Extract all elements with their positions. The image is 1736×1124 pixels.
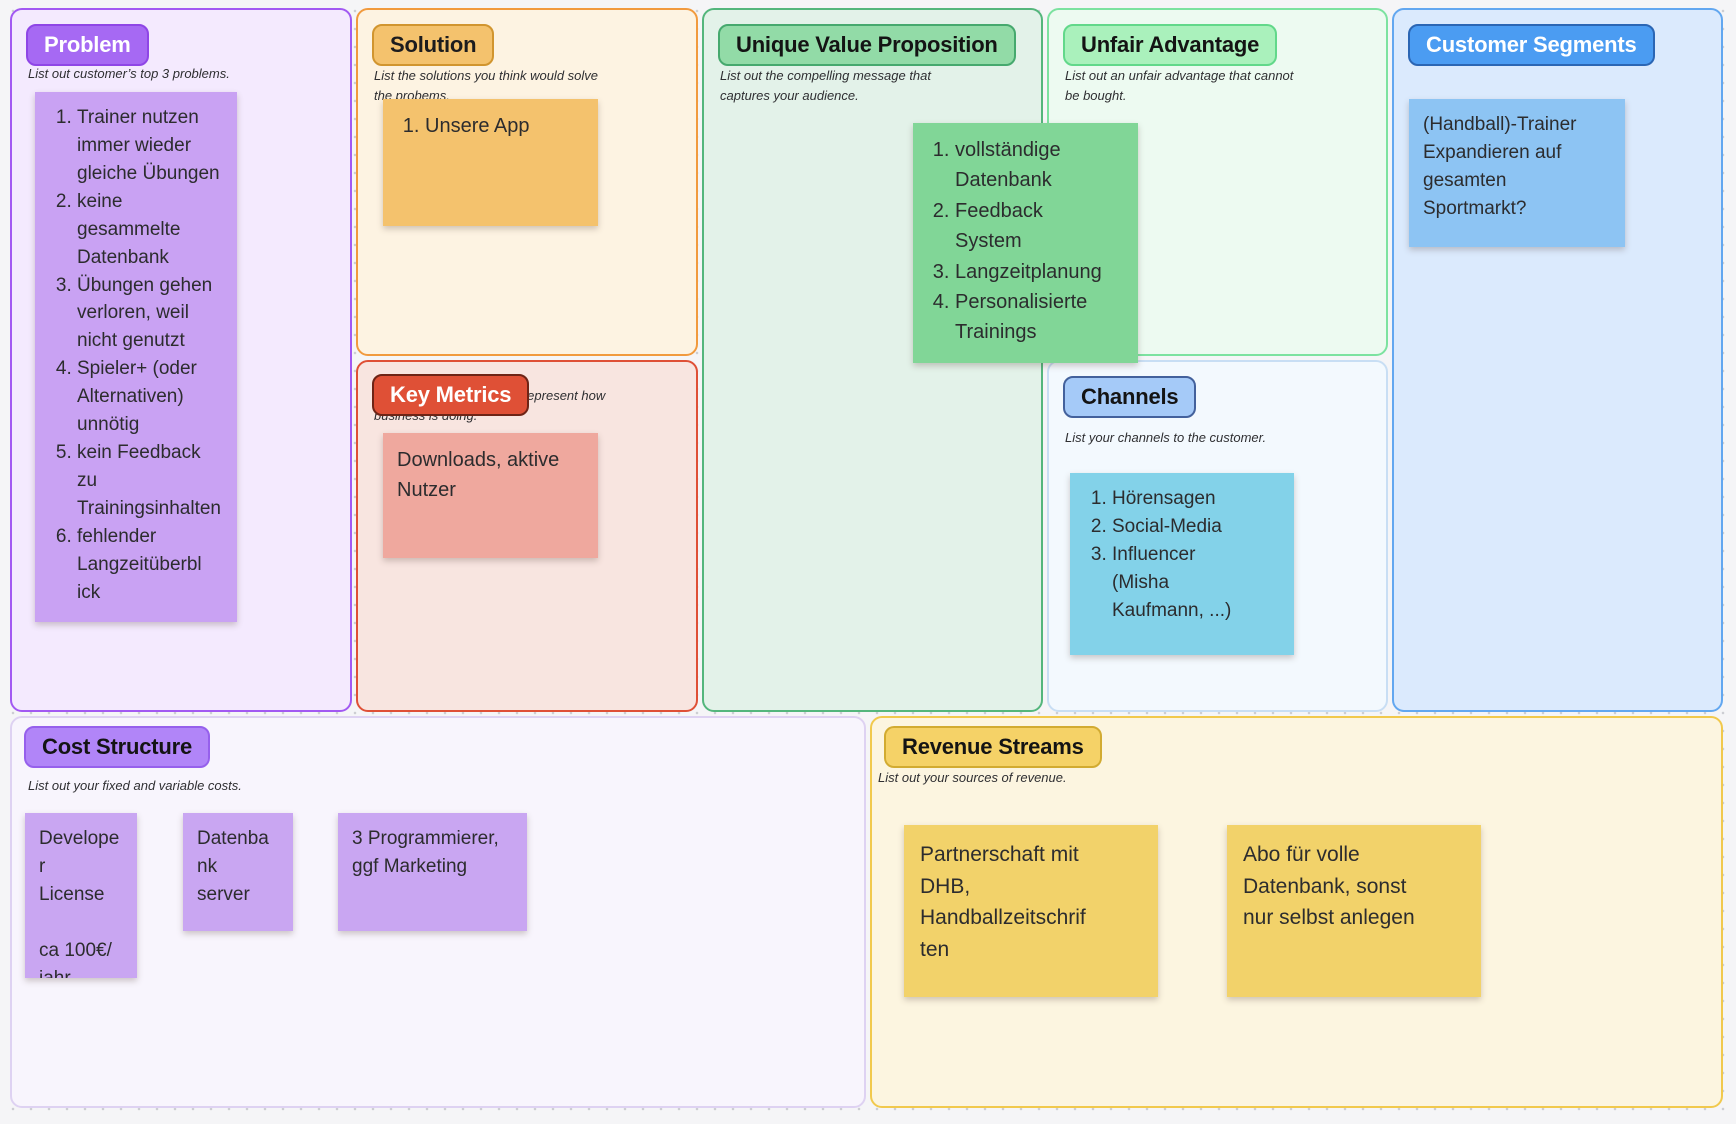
sticky-text: 3 Programmierer, ggf Marketing <box>352 828 499 877</box>
sticky-cost-developer-license[interactable]: Developer License ca 100€/ jahr <box>25 813 137 978</box>
unfair-advantage-subtitle: List out an unfair advantage that cannot… <box>1065 68 1294 103</box>
key-metrics-title-pill[interactable]: Key Metrics <box>372 374 530 416</box>
sticky-list-item: Spieler+ (oder Alternativen) unnötig <box>77 355 223 439</box>
sticky-cost-programmers-marketing[interactable]: 3 Programmierer, ggf Marketing <box>338 813 527 931</box>
sticky-list-item: Feedback System <box>955 196 1124 257</box>
solution-subtitle: List the solutions you think would solve… <box>374 68 599 103</box>
sticky-text: (Handball)-Trainer Expandieren auf gesam… <box>1423 114 1577 219</box>
customer-segments-title-pill[interactable]: Customer Segments <box>1408 24 1655 66</box>
sticky-list-item: vollständige Datenbank <box>955 135 1124 196</box>
sticky-revenue-partnership[interactable]: Partnerschaft mit DHB, Handballzeitschri… <box>904 825 1158 997</box>
unfair-advantage-title-pill[interactable]: Unfair Advantage <box>1063 24 1278 66</box>
revenue-streams-subtitle: List out your sources of revenue. <box>878 770 1067 785</box>
sticky-list-item: Hörensagen <box>1112 485 1280 513</box>
sticky-list-item: keine gesammelte Datenbank <box>77 188 223 272</box>
sticky-unique-value-proposition[interactable]: vollständige Datenbank Feedback System L… <box>913 123 1138 363</box>
sticky-solution[interactable]: Unsere App <box>383 99 598 226</box>
sticky-list-item: kein Feedback zu Trainingsinhalten <box>77 439 223 523</box>
sticky-key-metrics[interactable]: Downloads, aktive Nutzer <box>383 433 598 558</box>
solution-title-pill[interactable]: Solution <box>372 24 495 66</box>
sticky-list-item: Langzeitplanung <box>955 257 1124 287</box>
problem-subtitle: List out customer’s top 3 problems. <box>28 66 230 81</box>
sticky-text: Partnerschaft mit DHB, Handballzeitschri… <box>920 843 1086 961</box>
sticky-channels[interactable]: Hörensagen Social-Media Influencer (Mish… <box>1070 473 1294 655</box>
revenue-streams-title-pill[interactable]: Revenue Streams <box>884 726 1102 768</box>
uvp-subtitle: List out the compelling message that cap… <box>720 68 932 103</box>
channels-subtitle: List your channels to the customer. <box>1065 430 1267 445</box>
cost-structure-subtitle: List out your fixed and variable costs. <box>28 778 242 793</box>
sticky-list-item: Trainer nutzen immer wieder gleiche Übun… <box>77 104 223 188</box>
sticky-list-item: Übungen gehen verloren, weil nicht genut… <box>77 272 223 356</box>
sticky-list-item: Unsere App <box>425 111 584 141</box>
sticky-list-item: Personalisierte Trainings <box>955 287 1124 348</box>
sticky-text: Developer License ca 100€/ jahr <box>39 828 120 978</box>
section-cost-structure[interactable]: Cost Structure List out your fixed and v… <box>10 716 866 1108</box>
sticky-problems[interactable]: Trainer nutzen immer wieder gleiche Übun… <box>35 92 237 622</box>
sticky-cost-database-server[interactable]: Datenbank server <box>183 813 293 931</box>
channels-title-pill[interactable]: Channels <box>1063 376 1197 418</box>
problem-title-pill[interactable]: Problem <box>26 24 149 66</box>
sticky-list-item: Influencer (Misha Kaufmann, ...) <box>1112 541 1280 625</box>
sticky-text: Downloads, aktive Nutzer <box>397 449 560 501</box>
sticky-revenue-subscription[interactable]: Abo für volle Datenbank, sonst nur selbs… <box>1227 825 1481 997</box>
uvp-title-pill[interactable]: Unique Value Proposition <box>718 24 1016 66</box>
cost-structure-title-pill[interactable]: Cost Structure <box>24 726 210 768</box>
sticky-list-item: Social-Media <box>1112 513 1280 541</box>
sticky-customer-segments[interactable]: (Handball)-Trainer Expandieren auf gesam… <box>1409 99 1625 247</box>
sticky-list-item: fehlender Langzeitüberbl ick <box>77 523 223 607</box>
sticky-text: Datenbank server <box>197 828 269 905</box>
sticky-text: Abo für volle Datenbank, sonst nur selbs… <box>1243 843 1415 929</box>
